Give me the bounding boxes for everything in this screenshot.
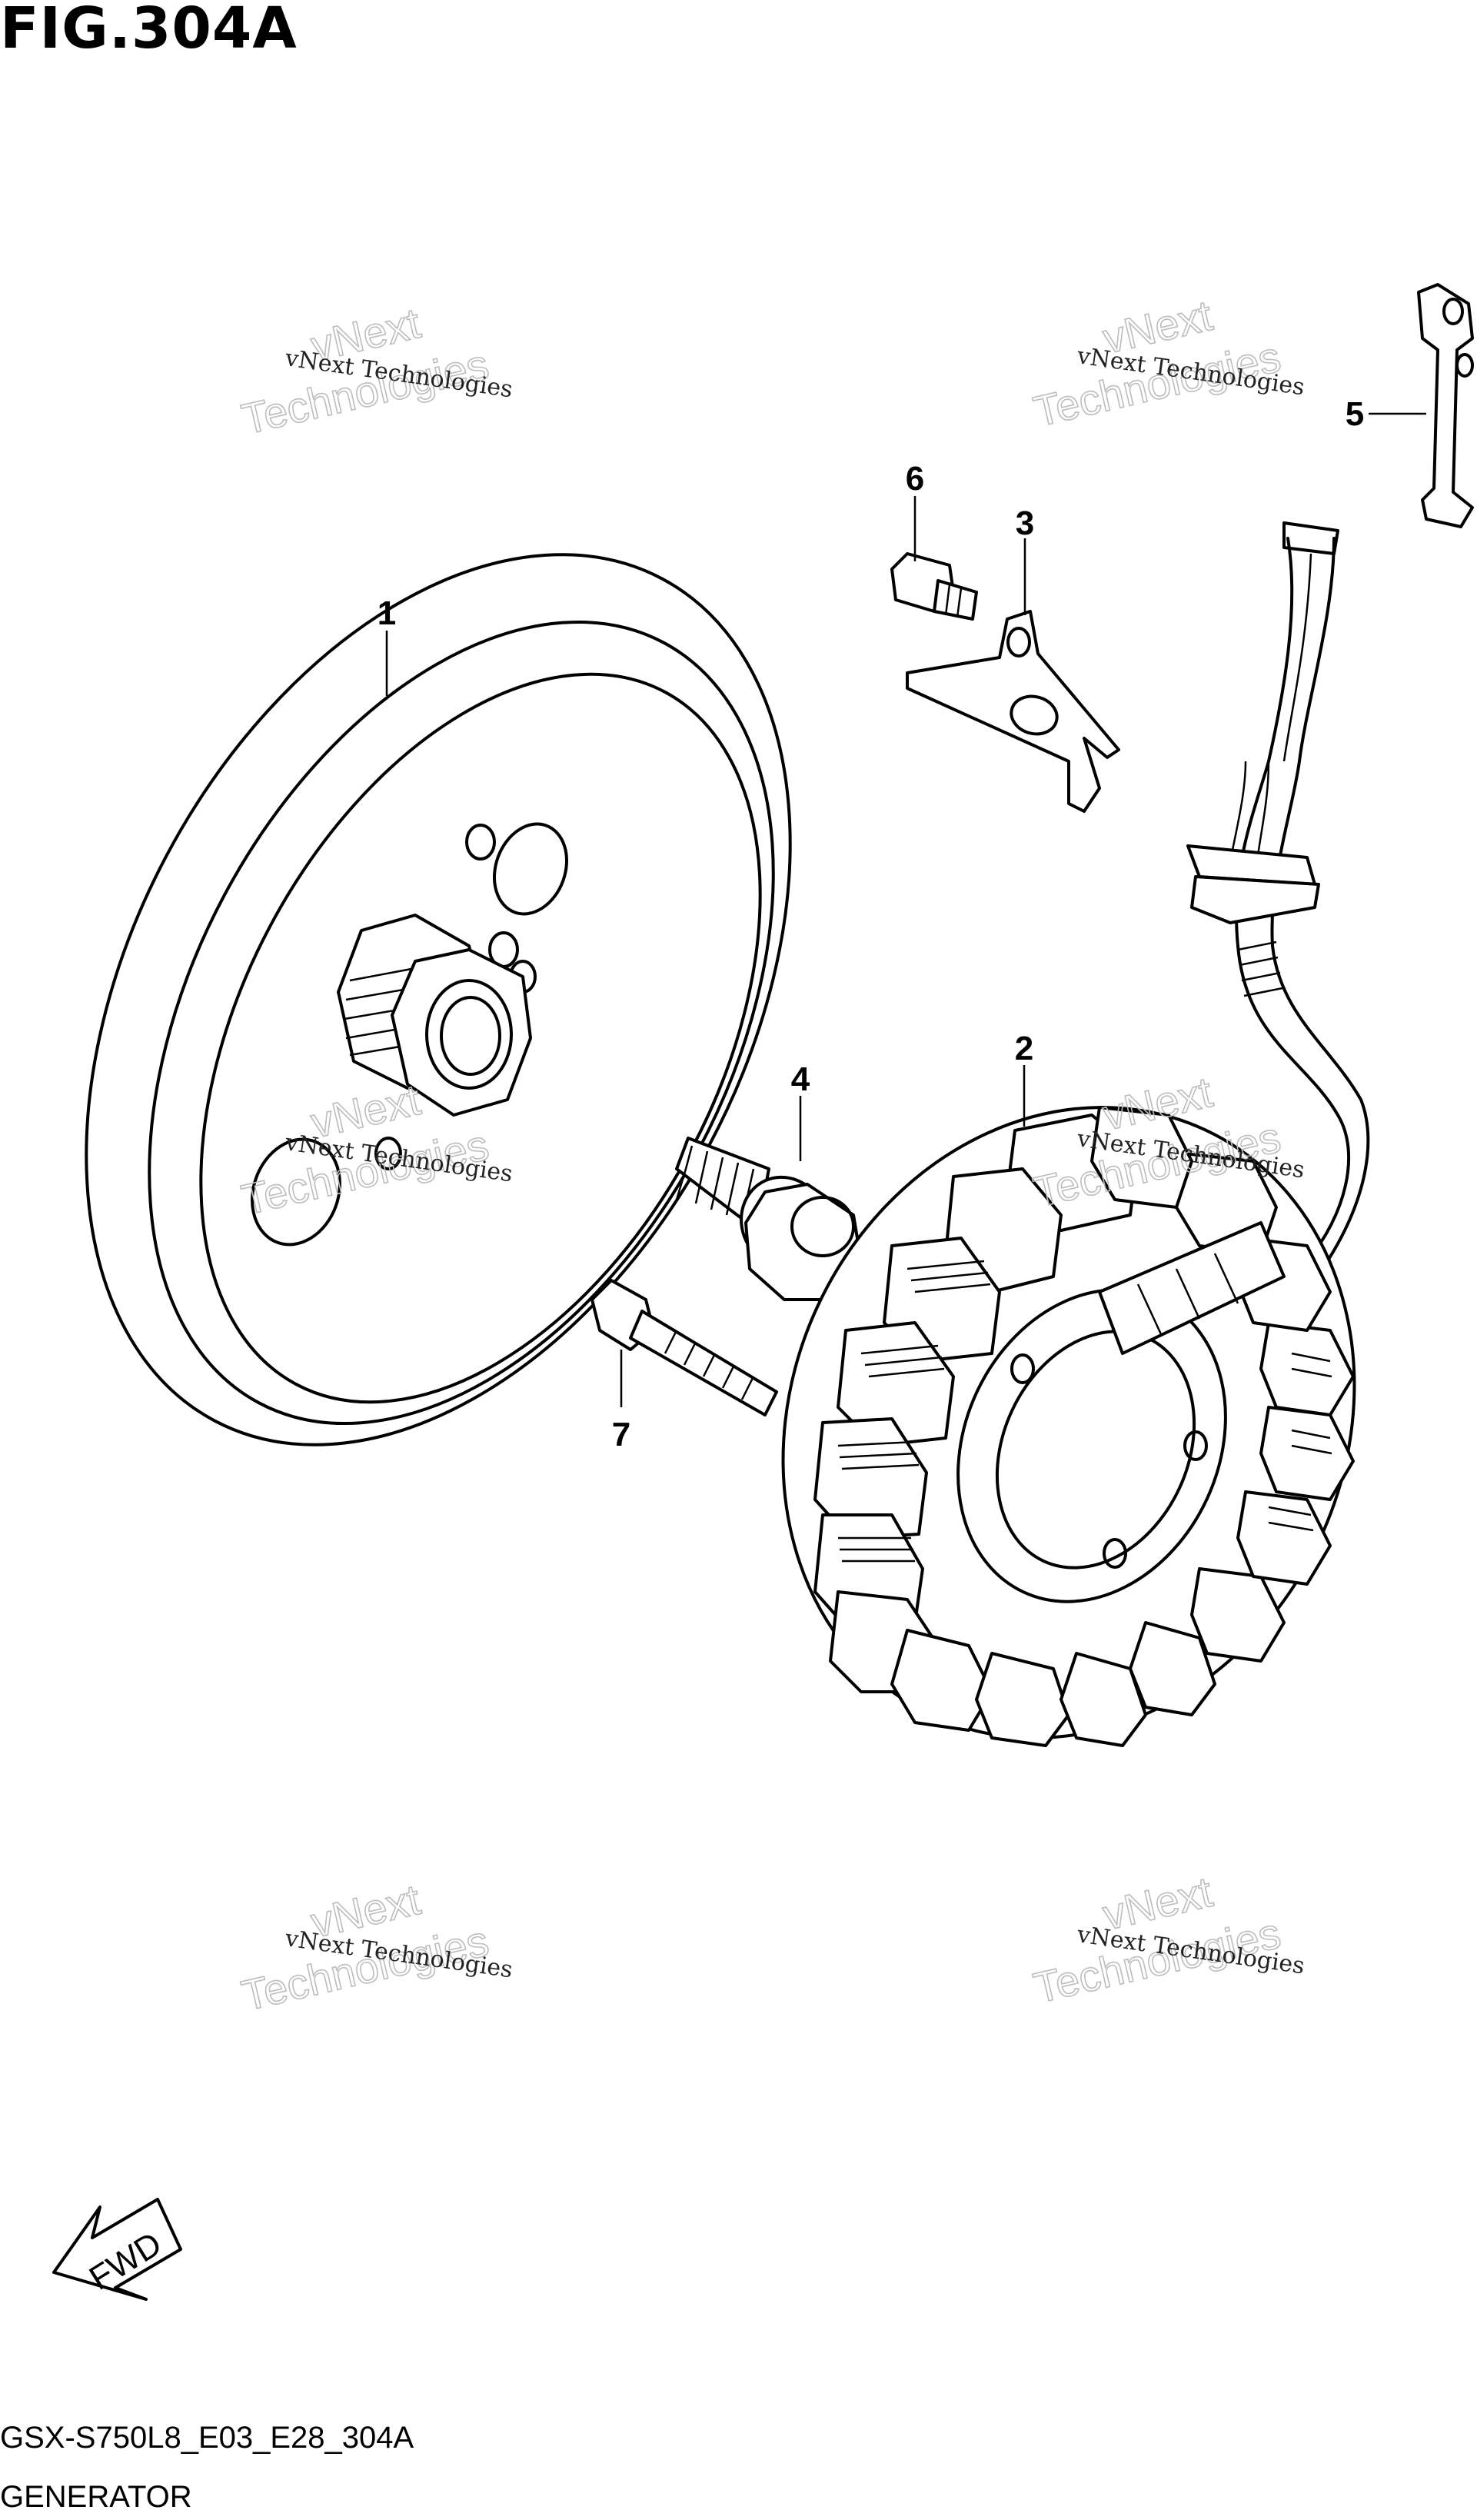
callout-7[interactable]: 7	[612, 1416, 630, 1453]
callout-1[interactable]: 1	[378, 594, 396, 632]
watermark-top-left: vNext Technologies vNext Technologies	[237, 298, 514, 444]
stator-coils	[813, 1106, 1355, 1747]
clamp-bracket	[906, 610, 1120, 813]
stator-screw	[590, 1279, 778, 1416]
watermark-bottom-right: vNext Technologies vNext Technologies	[1029, 1866, 1306, 2012]
figure-name: GENERATOR	[0, 2480, 192, 2514]
rotor-hub	[337, 914, 532, 1117]
wire-clamp	[1417, 283, 1474, 528]
callout-3[interactable]: 3	[1016, 504, 1034, 542]
figure-code: GSX-S750L8_E03_E28_304A	[0, 2421, 414, 2455]
watermark-top-right: vNext Technologies vNext Technologies	[1029, 290, 1306, 436]
leader-lines	[385, 412, 1426, 1407]
callout-2[interactable]: 2	[1015, 1030, 1033, 1067]
callout-6[interactable]: 6	[906, 460, 924, 498]
bracket-screw	[890, 552, 978, 621]
callout-4[interactable]: 4	[791, 1060, 810, 1098]
rotor-bolt	[675, 1137, 863, 1301]
watermark-bottom-left: vNext Technologies vNext Technologies	[237, 1874, 514, 2020]
stator-coil	[781, 521, 1370, 1747]
callout-5[interactable]: 5	[1346, 395, 1364, 433]
figure-title: FIG.304A	[0, 0, 298, 62]
fwd-arrow-icon: FWD	[52, 2198, 182, 2301]
rotor-flywheel	[85, 553, 792, 1446]
